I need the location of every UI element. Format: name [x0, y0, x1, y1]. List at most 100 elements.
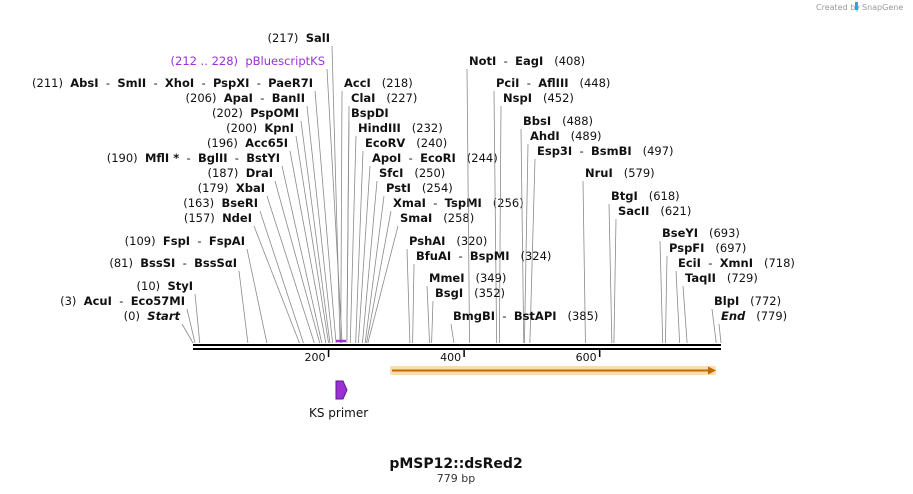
site-label: AccI (218) — [344, 76, 413, 90]
site-bseyi[interactable]: BseYI (693) — [659, 226, 740, 344]
site-label: (81) BssSI - BssSαI — [109, 256, 237, 270]
site-connector — [493, 90, 498, 344]
site-pspomi[interactable]: (202) PspOMI — [212, 106, 331, 344]
site-bbsi[interactable]: BbsI (488) — [520, 114, 593, 344]
ruler-tick-label: 200 — [305, 351, 326, 364]
site-label: ApoI - EcoRI (244) — [372, 151, 498, 165]
site-label: SacII (621) — [618, 204, 691, 218]
site-pspfi[interactable]: PspFI (697) — [665, 241, 746, 344]
site-label: (202) PspOMI — [212, 106, 299, 120]
site-xmai[interactable]: XmaI - TspMI (256) — [366, 196, 524, 344]
site-label: (200) KpnI — [226, 121, 294, 135]
site-kpni[interactable]: (200) KpnI — [226, 121, 329, 344]
ks-primer-arrow[interactable] — [335, 380, 348, 400]
site-hindiii[interactable]: HindIII (232) — [349, 121, 443, 344]
site-connector — [186, 308, 196, 344]
site-label: HindIII (232) — [358, 121, 443, 135]
site-label: BsgI (352) — [435, 286, 505, 300]
site-label: (163) BseRI — [183, 196, 258, 210]
site-label: (211) AbsI - SmII - XhoI - PspXI - PaeR7… — [32, 76, 313, 90]
site-connector — [326, 68, 343, 344]
site-bmgbi[interactable]: BmgBI - BstAPI (385) — [450, 309, 598, 344]
site-btgi[interactable]: BtgI (618) — [608, 189, 680, 344]
site-connector — [412, 263, 415, 344]
site-acui[interactable]: (3) AcuI - Eco57MI — [60, 294, 196, 344]
site-absi[interactable]: (211) AbsI - SmII - XhoI - PspXI - PaeR7… — [32, 76, 337, 344]
site-connector — [346, 120, 350, 344]
site-label: SfcI (250) — [379, 166, 445, 180]
site-label: (196) Acc65I — [207, 136, 288, 150]
site-mmei[interactable]: MmeI (349) — [426, 271, 506, 344]
site-pbluescriptks[interactable]: (212 .. 228) pBluescriptKS — [171, 54, 343, 344]
site-xbai[interactable]: (179) XbaI — [198, 181, 315, 344]
site-noti[interactable]: NotI - EagI (408) — [466, 54, 585, 344]
site-label: MmeI (349) — [429, 271, 506, 285]
site-label: NspI (452) — [503, 91, 574, 105]
site-connector — [281, 165, 323, 344]
site-label: (179) XbaI — [198, 181, 265, 195]
site-ndei[interactable]: (157) NdeI — [184, 211, 300, 344]
site-ecorv[interactable]: EcoRV (240) — [355, 136, 448, 344]
ruler-tick-label: 600 — [576, 351, 597, 364]
site-connector — [582, 180, 586, 344]
site-connector — [314, 90, 337, 344]
site-connector — [406, 248, 411, 344]
site-bsgi[interactable]: BsgI (352) — [431, 286, 505, 344]
site-label: PshAI (320) — [409, 234, 487, 248]
site-apai[interactable]: (206) ApaI - BanII — [186, 91, 334, 344]
site-connector — [431, 300, 434, 344]
site-connector — [289, 150, 327, 344]
site-label: TaqII (729) — [685, 271, 758, 285]
site-fspi[interactable]: (109) FspI - FspAI — [125, 234, 268, 344]
site-connector — [520, 128, 525, 344]
site-label: (217) SalI — [268, 31, 331, 45]
site-start[interactable]: (0) Start — [124, 309, 194, 344]
site-acci[interactable]: AccI (218) — [340, 76, 413, 344]
site-label: BlpI (772) — [714, 294, 781, 308]
site-smai[interactable]: SmaI (258) — [367, 211, 474, 344]
site-connector — [367, 225, 399, 344]
site-esp3i[interactable]: Esp3I - BsmBI (497) — [529, 144, 674, 344]
site-connector — [349, 135, 357, 344]
site-sali[interactable]: (217) SalI — [268, 31, 341, 344]
site-connector — [253, 225, 300, 344]
site-label: Esp3I - BsmBI (497) — [537, 144, 674, 158]
ks-primer-label: KS primer — [309, 406, 368, 420]
site-connector — [466, 68, 470, 344]
site-connector — [306, 105, 334, 344]
site-nspi[interactable]: NspI (452) — [498, 91, 574, 344]
ruler-tick-label: 400 — [440, 351, 461, 364]
orf-arrow[interactable] — [390, 366, 716, 375]
site-connector — [450, 323, 455, 344]
site-connector — [259, 210, 304, 344]
site-taqii[interactable]: TaqII (729) — [682, 271, 758, 344]
site-acc65i[interactable]: (196) Acc65I — [207, 136, 327, 344]
site-connector — [331, 45, 341, 344]
site-pshai[interactable]: PshAI (320) — [406, 234, 487, 344]
site-sfci[interactable]: SfcI (250) — [362, 166, 445, 344]
site-bspdi[interactable]: BspDI — [346, 106, 389, 344]
site-ecii[interactable]: EciI - XmnI (718) — [675, 256, 795, 344]
site-mfli-[interactable]: (190) MflI * - BglII - BstYI — [107, 151, 323, 344]
site-nrui[interactable]: NruI (579) — [582, 166, 655, 344]
site-end[interactable]: End (779) — [718, 309, 787, 344]
site-label: AhdI (489) — [530, 129, 602, 143]
site-psti[interactable]: PstI (254) — [364, 181, 453, 344]
site-connector — [362, 180, 378, 344]
site-sacii[interactable]: SacII (621) — [613, 204, 691, 344]
site-bseri[interactable]: (163) BseRI — [183, 196, 304, 344]
site-drai[interactable]: (187) DraI — [208, 166, 321, 344]
site-styi[interactable]: (10) StyI — [137, 279, 201, 344]
site-connector — [266, 195, 315, 344]
site-bfuai[interactable]: BfuAI - BspMI (324) — [412, 249, 552, 344]
site-bsssi[interactable]: (81) BssSI - BssSαI — [109, 256, 249, 344]
site-pcii[interactable]: PciI - AflIII (448) — [493, 76, 610, 344]
site-connector — [711, 308, 717, 344]
site-ahdi[interactable]: AhdI (489) — [524, 129, 602, 344]
site-connector — [659, 240, 664, 344]
site-connector — [238, 270, 249, 344]
site-apoi[interactable]: ApoI - EcoRI (244) — [357, 151, 498, 344]
site-connector — [246, 248, 268, 344]
site-blpi[interactable]: BlpI (772) — [711, 294, 781, 344]
